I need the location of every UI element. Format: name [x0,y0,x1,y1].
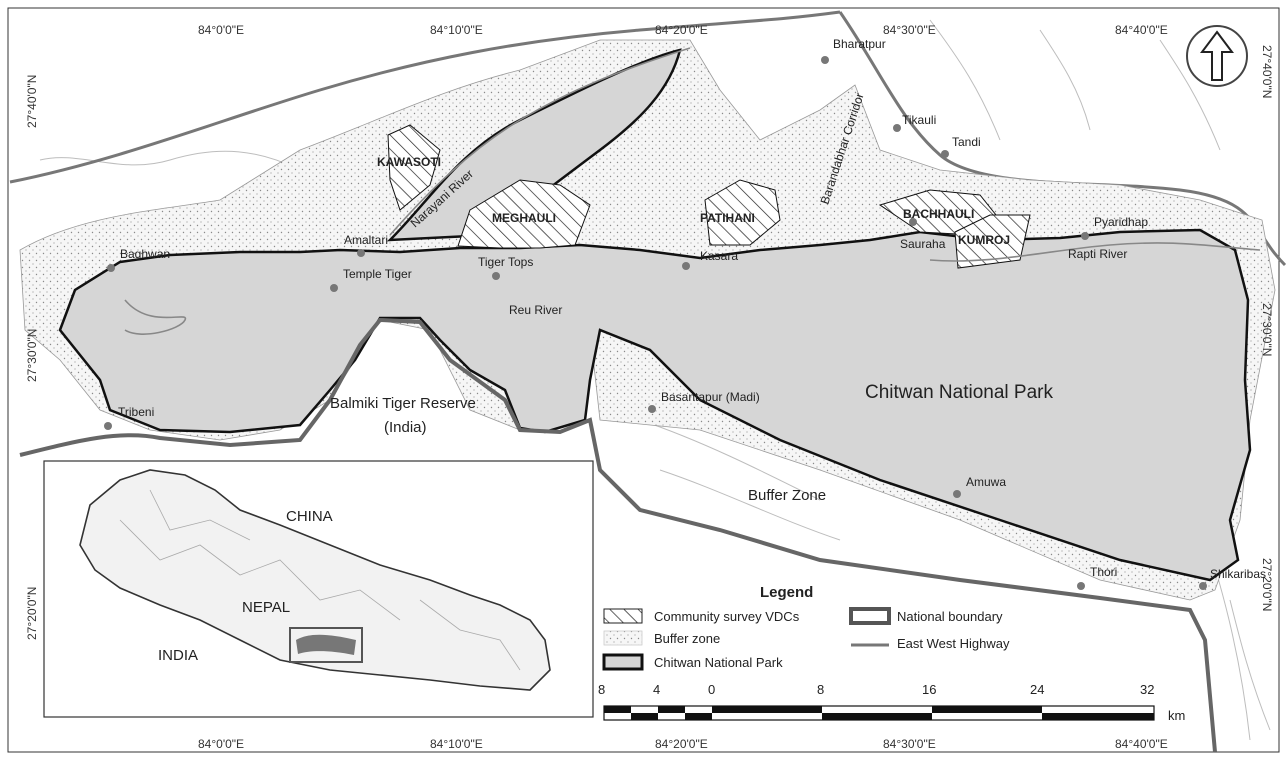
place-labels: Bharatpur Tikauli Tandi Pyaridhap Saurah… [118,37,1266,581]
label-amaltari: Amaltari [344,233,388,247]
north-arrow-icon [1186,25,1248,87]
coord-top-4: 84°40'0"E [1115,23,1168,37]
scale-tick-3: 8 [817,682,824,697]
inset-map: CHINA NEPAL INDIA [43,460,594,718]
left-coordinates: 27°40'0"N 27°30'0"N 27°20'0"N [25,75,39,640]
nepal-outline [79,469,551,691]
vdc-labels: KAWASOTI MEGHAULI PATIHANI BACHHAULI KUM… [377,155,1010,247]
legend-item-buffer: Buffer zone [654,631,720,646]
legend-item-park: Chitwan National Park [654,655,783,670]
river-lines [124,47,1261,335]
label-bharatpur: Bharatpur [833,37,886,51]
scale-bar: 8 4 0 8 16 24 32 km [598,682,1185,723]
inset-label-nepal: NEPAL [242,599,290,616]
label-kumroj: KUMROJ [958,233,1010,247]
national-boundary-line [19,317,1217,753]
label-sauraha: Sauraha [900,237,946,251]
scale-tick-1: 4 [653,682,660,697]
label-tikauli: Tikauli [902,113,936,127]
label-tandi: Tandi [952,135,981,149]
coord-top-1: 84°10'0"E [430,23,483,37]
scale-tick-5: 24 [1030,682,1044,697]
label-buffer-zone: Buffer Zone [748,487,826,504]
label-tribeni: Tribeni [118,405,154,419]
inset-label-india: INDIA [158,647,198,664]
label-balmiki-tiger-reserve: Balmiki Tiger Reserve [330,395,476,412]
label-rapti-river: Rapti River [1068,247,1127,261]
coord-right-1: 27°30'0"N [1260,303,1274,356]
scale-tick-0: 8 [598,682,605,697]
label-tiger-tops: Tiger Tops [478,255,533,269]
legend-item-boundary: National boundary [897,609,1003,624]
narayani-park-strip [386,48,682,242]
community-vdc-areas [387,124,1031,269]
label-meghauli: MEGHAULI [492,211,556,225]
coord-left-1: 27°30'0"N [25,329,39,382]
coord-top-2: 84°20'0"E [655,23,708,37]
coord-right-2: 27°20'0"N [1260,558,1274,611]
label-kawasoti: KAWASOTI [377,155,441,169]
coord-bottom-2: 84°20'0"E [655,737,708,751]
place-markers [104,56,1207,590]
label-shikaribas: Shikaribas [1210,567,1266,581]
label-chitwan-national-park: Chitwan National Park [865,382,1053,403]
coord-bottom-1: 84°10'0"E [430,737,483,751]
label-reu-river: Reu River [509,303,562,317]
label-patihani: PATIHANI [700,211,755,225]
right-coordinates: 27°40'0"N 27°30'0"N 27°20'0"N [1260,45,1274,611]
scale-unit: km [1168,708,1185,723]
coord-bottom-0: 84°0'0"E [198,737,244,751]
label-baghwan: Baghwan [120,247,170,261]
coord-left-2: 27°20'0"N [25,587,39,640]
legend-item-highway: East West Highway [897,636,1010,651]
scale-tick-4: 16 [922,682,936,697]
top-coordinates: 84°0'0"E 84°10'0"E 84°20'0"E 84°30'0"E 8… [198,23,1168,37]
label-temple-tiger: Temple Tiger [343,267,412,281]
coord-left-0: 27°40'0"N [25,75,39,128]
label-thori: Thori [1090,565,1117,579]
inset-label-china: CHINA [286,508,333,525]
coord-top-3: 84°30'0"E [883,23,936,37]
label-pyaridhap: Pyaridhap [1094,215,1148,229]
label-amuwa: Amuwa [966,475,1006,489]
scale-tick-6: 32 [1140,682,1154,697]
label-kasara: Kasara [700,249,738,263]
label-reserve-country: (India) [384,419,427,436]
label-basantapur: Basantapur (Madi) [661,390,760,404]
label-bachhauli: BACHHAULI [903,207,974,221]
coord-right-0: 27°40'0"N [1260,45,1274,98]
legend-item-vdc: Community survey VDCs [654,609,800,624]
legend: Legend Community survey VDCs National bo… [602,584,1010,671]
bottom-coordinates: 84°0'0"E 84°10'0"E 84°20'0"E 84°30'0"E 8… [198,737,1168,751]
scale-tick-2: 0 [708,682,715,697]
coord-bottom-3: 84°30'0"E [883,737,936,751]
legend-title: Legend [760,584,813,601]
coord-top-0: 84°0'0"E [198,23,244,37]
coord-bottom-4: 84°40'0"E [1115,737,1168,751]
